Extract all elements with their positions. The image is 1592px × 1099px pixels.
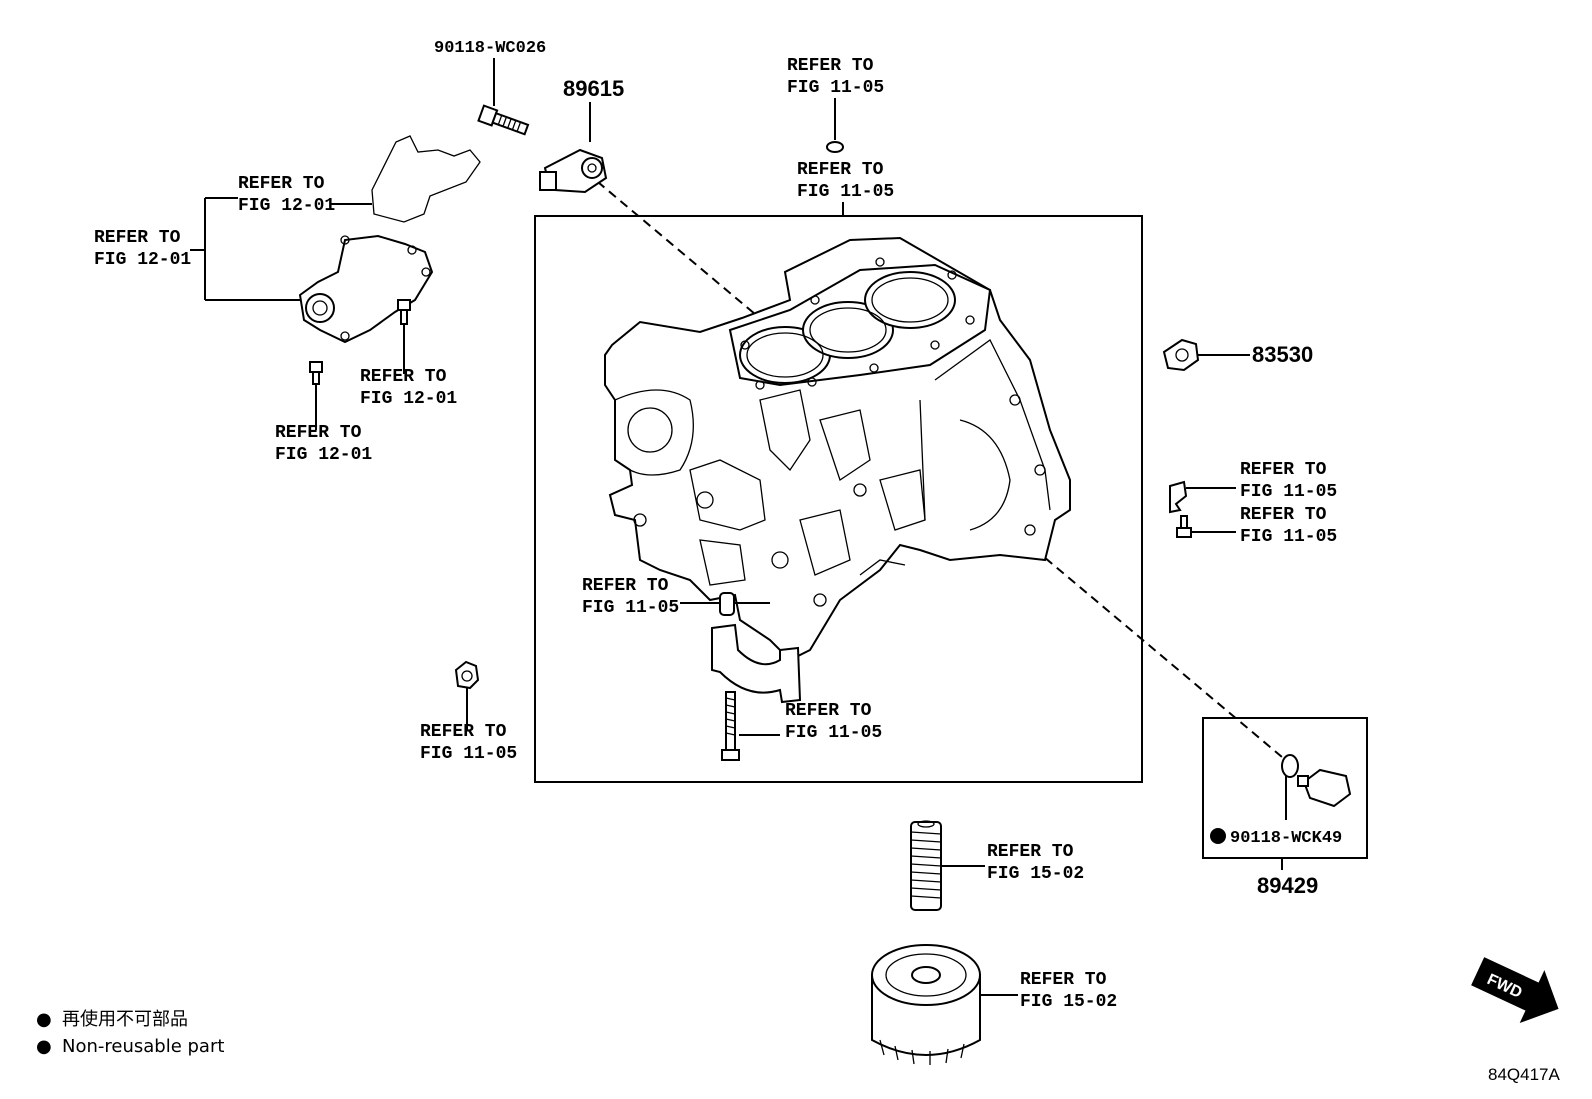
washer-part xyxy=(826,141,844,153)
refer-h-line1: REFER TO xyxy=(1240,505,1327,525)
refer-d-line1: REFER TO xyxy=(94,228,181,248)
bearing-cap-bolt-part xyxy=(721,691,740,761)
bolt-top-part xyxy=(477,104,530,136)
part-number-temp-sensor-gasket: 90118-WCK49 xyxy=(1230,829,1342,848)
clip-part xyxy=(1169,480,1188,514)
diagram-code: 84Q417A xyxy=(1488,1065,1560,1084)
refer-j-line2: FIG 11-05 xyxy=(785,723,882,743)
refer-k-line2: FIG 11-05 xyxy=(420,744,517,764)
refer-m-line1: REFER TO xyxy=(1020,970,1107,990)
non-reusable-bullet-icon xyxy=(1210,828,1226,844)
oil-pressure-switch-part xyxy=(1162,338,1200,372)
part-number-pressure-switch: 83530 xyxy=(1252,342,1313,367)
cover-bolt-part-left xyxy=(309,361,323,385)
refer-c-line1: REFER TO xyxy=(238,174,325,194)
refer-k-line1: REFER TO xyxy=(420,722,507,742)
plug-part xyxy=(454,660,480,690)
temp-sensor-gasket-part xyxy=(1281,754,1299,778)
refer-h-line2: FIG 11-05 xyxy=(1240,527,1337,547)
refer-l-line1: REFER TO xyxy=(987,842,1074,862)
refer-l-line2: FIG 15-02 xyxy=(987,864,1084,884)
refer-j-line1: REFER TO xyxy=(785,701,872,721)
refer-b-line2: FIG 11-05 xyxy=(797,182,894,202)
part-number-bolt-top: 90118-WC026 xyxy=(434,39,546,58)
oil-filter-stud-part xyxy=(910,820,942,911)
refer-c-line2: FIG 12-01 xyxy=(238,196,335,216)
oil-filter-part xyxy=(871,944,981,1065)
refer-f-line1: REFER TO xyxy=(275,423,362,443)
bearing-cap-part xyxy=(711,623,802,704)
refer-d-line2: FIG 12-01 xyxy=(94,250,191,270)
refer-g-line2: FIG 11-05 xyxy=(1240,482,1337,502)
timing-cover-gasket-part xyxy=(371,135,481,223)
part-number-temp-sensor: 89429 xyxy=(1257,873,1318,898)
refer-e-line2: FIG 12-01 xyxy=(360,389,457,409)
refer-f-line2: FIG 12-01 xyxy=(275,445,372,465)
legend-english: Non-reusable part xyxy=(62,1036,224,1057)
refer-a-line2: FIG 11-05 xyxy=(787,78,884,98)
refer-m-line2: FIG 15-02 xyxy=(1020,992,1117,1012)
refer-b-line1: REFER TO xyxy=(797,160,884,180)
refer-i-line1: REFER TO xyxy=(582,576,669,596)
part-number-knock-sensor: 89615 xyxy=(563,76,624,101)
fwd-arrow-icon: FWD xyxy=(1471,957,1559,1024)
temp-sensor-frame xyxy=(1202,717,1368,859)
refer-g-line1: REFER TO xyxy=(1240,460,1327,480)
refer-i-line2: FIG 11-05 xyxy=(582,598,679,618)
timing-cover-plate-part xyxy=(298,234,434,344)
dowel-pin-part xyxy=(719,592,735,616)
cylinder-block-frame xyxy=(534,215,1143,783)
cover-bolt-part-right xyxy=(397,299,411,325)
knock-sensor-part xyxy=(539,148,608,194)
small-bolt-part xyxy=(1176,515,1192,538)
cylinder-block-illustration xyxy=(604,236,1071,662)
legend-japanese: 再使用不可部品 xyxy=(62,1009,188,1030)
temp-sensor-part xyxy=(1297,768,1352,808)
refer-e-line1: REFER TO xyxy=(360,367,447,387)
refer-a-line1: REFER TO xyxy=(787,56,874,76)
legend-bullet-1: ● xyxy=(36,1009,52,1030)
legend-bullet-2: ● xyxy=(36,1036,52,1057)
